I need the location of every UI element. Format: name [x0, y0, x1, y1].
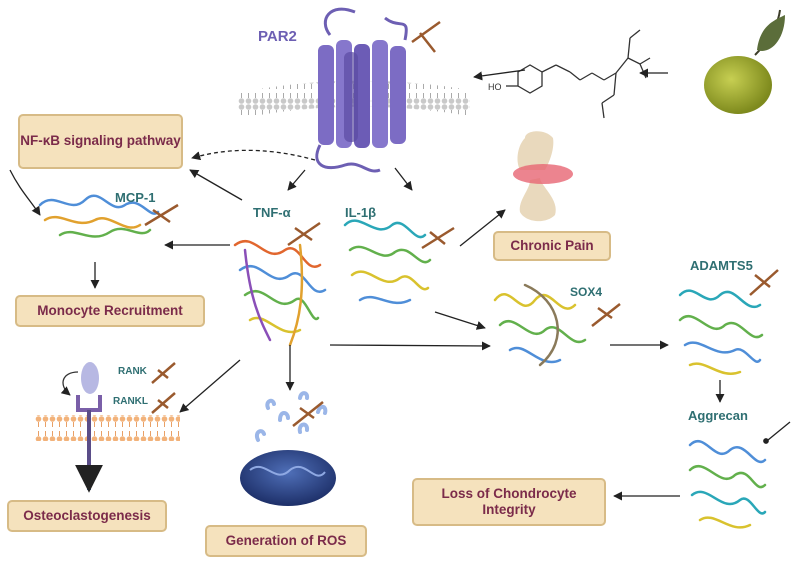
- aggrecan-label: Aggrecan: [688, 408, 748, 423]
- il1b-label: IL-1β: [345, 205, 377, 220]
- receptor-icon: [315, 7, 408, 173]
- olive-icon: [704, 9, 785, 114]
- arrow-icon: [9, 68, 791, 501]
- inhibitor-icon: [144, 20, 779, 427]
- osteoclastogenesis-box: Osteoclastogenesis: [7, 500, 167, 532]
- rankl-label: RANKL: [113, 396, 148, 407]
- nfkb-box: NF-κB signaling pathway: [18, 114, 183, 169]
- joint-icon: [513, 131, 573, 222]
- adamts5-label: ADAMTS5: [690, 258, 753, 273]
- sox4-label: SOX4: [570, 285, 603, 299]
- molecule-structure-icon: [506, 29, 651, 119]
- rank-label: RANK: [118, 366, 147, 377]
- tnfa-label: TNF-α: [253, 205, 291, 220]
- chondrocyte-box: Loss of Chondrocyte Integrity: [412, 478, 606, 526]
- par2-label: PAR2: [258, 28, 297, 45]
- chronic-pain-box: Chronic Pain: [493, 231, 611, 261]
- receptor-icon: [60, 362, 103, 493]
- mcp1-label: MCP-1: [115, 190, 156, 205]
- molecule-ho-label: HO: [488, 82, 502, 92]
- membrane-icon: [35, 415, 180, 441]
- mitochondria-icon: [240, 391, 336, 506]
- protein-structure-icon: [38, 194, 767, 529]
- ros-box: Generation of ROS: [205, 525, 367, 557]
- monocyte-recruitment-box: Monocyte Recruitment: [15, 295, 205, 327]
